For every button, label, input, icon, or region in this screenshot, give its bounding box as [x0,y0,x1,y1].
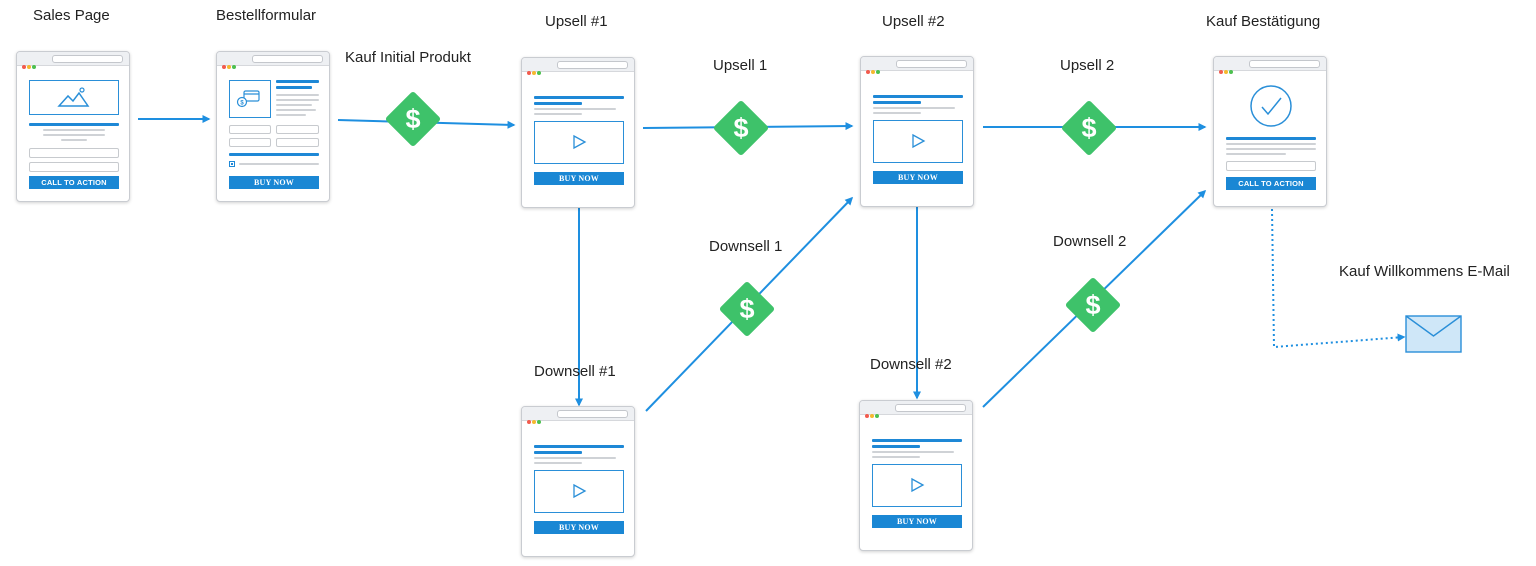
browser-bar [17,52,129,69]
upsell-2-window: BUY NOW [860,56,974,207]
label-confirmation: Kauf Bestätigung [1206,13,1321,30]
image-icon [29,80,119,115]
label-downsell-2-page: Downsell #2 [870,356,952,373]
dollar-badge-upsell-1: $ [712,99,770,157]
label-purchase-initial: Kauf Initial Produkt [345,49,471,66]
dollar-badge-downsell-2: $ [1064,276,1122,334]
browser-bar [217,52,329,69]
label-upsell-1-edge: Upsell 1 [713,57,768,74]
arrow-confirmation-to-email [1271,208,1406,349]
play-icon [912,133,926,149]
payment-card-icon: $ [229,80,271,118]
call-to-action-button[interactable]: CALL TO ACTION [1226,177,1316,190]
label-downsell-1-edge: Downsell 1 [709,238,783,255]
downsell-2-window: BUY NOW [859,400,973,551]
buy-now-button[interactable]: BUY NOW [534,172,624,185]
dollar-badge-upsell-2: $ [1060,99,1118,157]
buy-now-button[interactable]: BUY NOW [873,171,963,184]
envelope-icon [1405,315,1462,353]
buy-now-button[interactable]: BUY NOW [229,176,319,189]
buy-now-button[interactable]: BUY NOW [534,521,624,534]
browser-bar [522,407,634,424]
browser-bar [1214,57,1326,74]
upsell-1-window: BUY NOW [521,57,635,208]
browser-bar [861,57,973,74]
sales-page-window: CALL TO ACTION [16,51,130,202]
buy-now-button[interactable]: BUY NOW [872,515,962,528]
label-upsell-2-page: Upsell #2 [882,13,945,30]
downsell-1-window: BUY NOW [521,406,635,557]
label-upsell-2-edge: Upsell 2 [1060,57,1115,74]
label-order-form: Bestellformular [216,7,317,24]
video-preview[interactable] [872,464,962,507]
dollar-badge-initial: $ [384,90,442,148]
dollar-icon: $ [405,104,421,134]
play-icon [911,477,925,493]
confirmation-window: CALL TO ACTION [1213,56,1327,207]
svg-text:$: $ [240,101,244,107]
call-to-action-button[interactable]: CALL TO ACTION [29,176,119,189]
dollar-icon: $ [1085,290,1101,320]
label-welcome-email: Kauf Willkommens E-Mail [1339,263,1510,280]
video-preview[interactable] [873,120,963,163]
browser-bar [860,401,972,418]
dollar-icon: $ [733,113,749,143]
order-form-window: $ BUY NOW [216,51,330,202]
browser-bar [522,58,634,75]
label-downsell-2-edge: Downsell 2 [1053,233,1127,250]
video-preview[interactable] [534,121,624,164]
label-upsell-1-page: Upsell #1 [545,13,608,30]
dollar-badge-downsell-1: $ [718,280,776,338]
dollar-icon: $ [739,294,755,324]
video-preview[interactable] [534,470,624,513]
dollar-icon: $ [1081,113,1097,143]
label-sales-page: Sales Page [33,7,110,24]
checkbox[interactable] [229,161,235,167]
play-icon [573,134,587,150]
play-icon [573,483,587,499]
checkmark-icon [1250,85,1292,127]
label-downsell-1-page: Downsell #1 [534,363,616,380]
